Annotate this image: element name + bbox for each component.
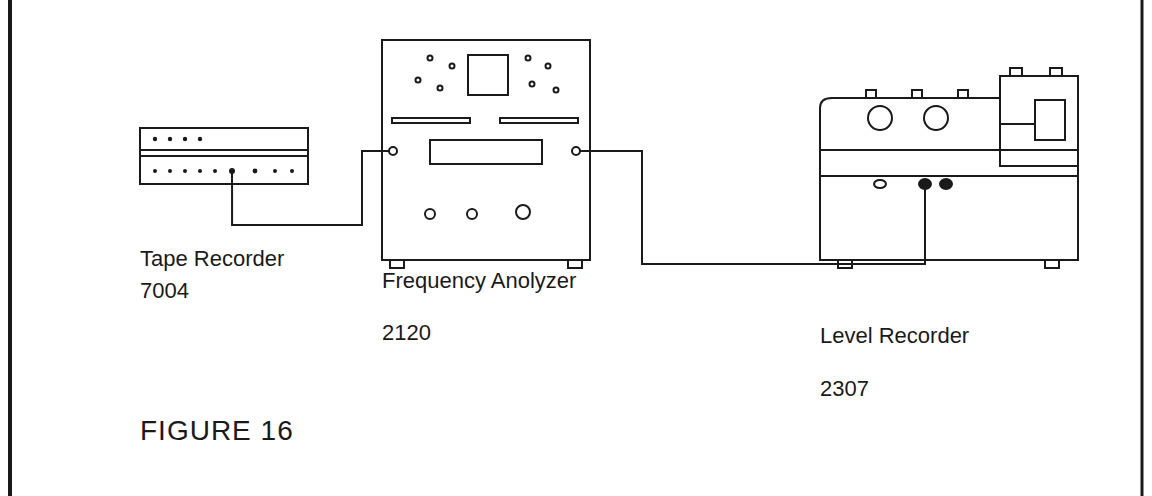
model-number: 2307 bbox=[820, 376, 869, 401]
model-number: 2120 bbox=[382, 320, 431, 345]
device-name: Level Recorder bbox=[820, 323, 969, 348]
device-name: Frequency Anolyzer bbox=[382, 268, 576, 293]
tape-recorder: Tape Recorder7004 bbox=[140, 128, 308, 184]
frequency-analyzer: Frequency Anolyzer2120 bbox=[382, 40, 590, 260]
level-recorder: Level Recorder2307 bbox=[820, 98, 1078, 260]
model-number: 7004 bbox=[140, 278, 189, 303]
signal-cable bbox=[232, 151, 382, 225]
device-name: Tape Recorder bbox=[140, 246, 284, 271]
signal-cable bbox=[590, 151, 925, 264]
figure-label: FIGURE 16 bbox=[140, 415, 294, 447]
